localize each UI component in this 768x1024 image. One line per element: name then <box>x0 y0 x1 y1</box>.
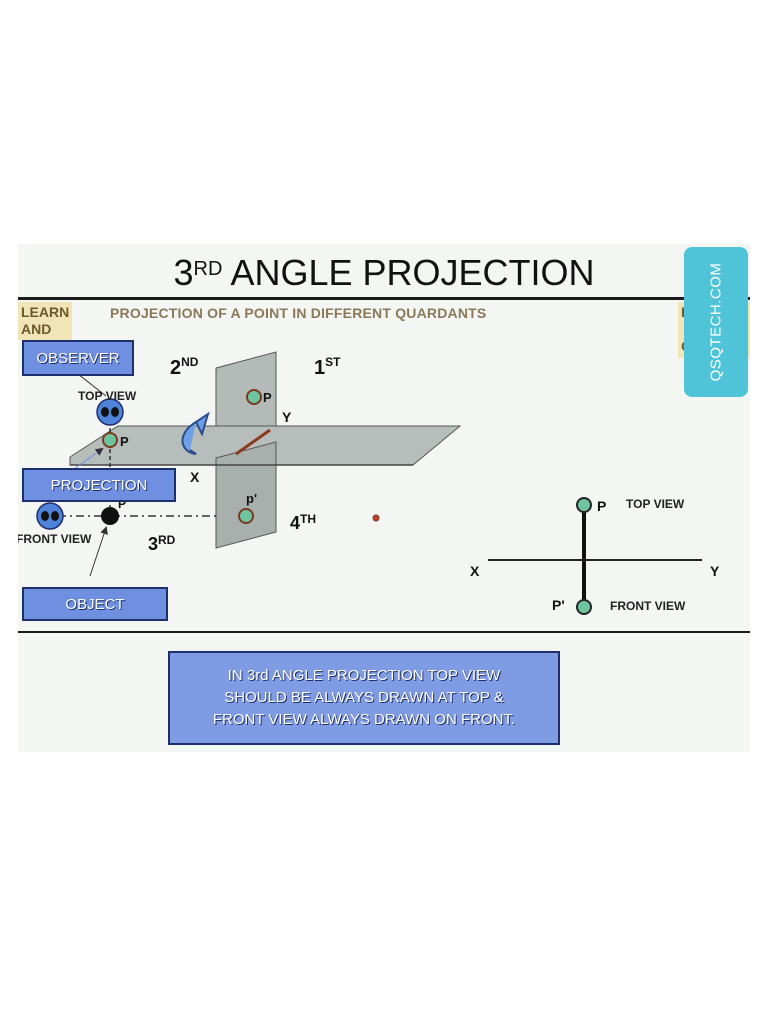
ortho-p-prime-label: P' <box>552 597 565 613</box>
ortho-top-view-label: TOP VIEW <box>626 497 685 511</box>
title-main: ANGLE PROJECTION <box>230 252 595 293</box>
title-bar: 3RD ANGLE PROJECTION <box>18 248 750 298</box>
quadrant-4-suffix: TH <box>300 512 316 526</box>
ortho-top-view-point <box>576 497 592 513</box>
projection-label: PROJECTION <box>22 468 176 502</box>
object-pointer <box>89 526 108 577</box>
observer-label: OBSERVER <box>22 340 134 376</box>
observer-pointer <box>77 373 107 397</box>
bottom-divider <box>18 631 750 633</box>
top-view-label: TOP VIEW <box>78 389 137 403</box>
ortho-y-label: Y <box>710 563 720 579</box>
object-point <box>101 507 119 525</box>
quadrant-4-label: 4TH <box>290 512 316 533</box>
front-view-label: FRONT VIEW <box>18 532 92 546</box>
quadrant-3-suffix: RD <box>158 533 176 547</box>
quadrant-1-label: 1ST <box>314 355 341 379</box>
left-side-tag-line: AND <box>21 321 52 337</box>
left-side-tag-line: LEARN <box>21 304 70 320</box>
title-divider <box>18 297 750 300</box>
vertical-plane-lower <box>215 441 277 549</box>
ortho-front-view-point <box>576 599 592 615</box>
quadrant-2-label: 2ND <box>170 355 199 379</box>
point-p-horizontal <box>102 432 118 448</box>
small-dot <box>372 514 380 522</box>
title-suffix: RD <box>193 258 223 280</box>
ortho-x-label: X <box>470 563 480 579</box>
watermark-text: QSQTECH.COM <box>707 262 725 382</box>
object-p-label: P <box>118 497 126 511</box>
quadrant-3-number: 3 <box>148 534 158 554</box>
quadrant-2-number: 2 <box>170 357 181 379</box>
title-number: 3 <box>173 252 194 293</box>
left-side-tag: LEARN AND <box>18 302 73 340</box>
note-line: FRONT VIEW ALWAYS DRAWN ON FRONT. <box>212 711 516 728</box>
point-p-first-quadrant <box>246 389 262 405</box>
axis-y-label: Y <box>282 409 292 425</box>
watermark-badge[interactable]: QSQTECH.COM <box>684 247 748 397</box>
quadrant-1-suffix: ST <box>325 355 341 369</box>
quadrant-2-suffix: ND <box>181 355 199 369</box>
ortho-front-view-label: FRONT VIEW <box>610 599 686 613</box>
slide: 3RD ANGLE PROJECTION LEARN AND LE A GI P… <box>18 244 750 752</box>
point-p-prime-fourth-quadrant <box>238 508 254 524</box>
rotation-arrow-icon <box>181 411 210 455</box>
quadrant-1-number: 1 <box>314 357 325 379</box>
ortho-p-label: P <box>597 498 606 514</box>
point-p-plane-label: P <box>263 390 272 405</box>
observer-front-eye-icon <box>36 502 64 530</box>
quadrant-4-number: 4 <box>290 513 300 533</box>
point-p-prime-label: p' <box>246 491 257 506</box>
note-line: IN 3rd ANGLE PROJECTION TOP VIEW <box>227 667 501 684</box>
quadrant-3-label: 3RD <box>148 533 176 554</box>
note-line: SHOULD BE ALWAYS DRAWN AT TOP & <box>224 689 504 706</box>
subtitle: PROJECTION OF A POINT IN DIFFERENT QUARD… <box>110 305 487 321</box>
page-title: 3RD ANGLE PROJECTION <box>174 252 595 293</box>
projector-line <box>235 428 271 456</box>
projection-diagram: TOP VIEW FRONT VIEW P P p' P Y X 2ND 1ST… <box>18 351 720 615</box>
axis-x-label: X <box>190 469 200 485</box>
note-box: IN 3rd ANGLE PROJECTION TOP VIEW SHOULD … <box>168 651 560 745</box>
observer-top-eye-icon <box>96 398 124 426</box>
object-label: OBJECT <box>22 587 168 621</box>
point-p-label: P <box>120 434 129 449</box>
